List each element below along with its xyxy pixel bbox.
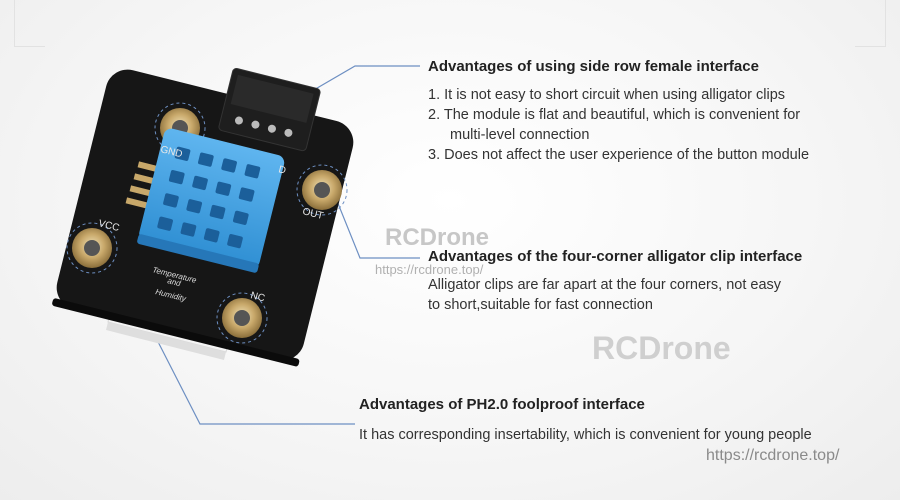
edge-pads <box>125 161 161 209</box>
label-nc: NC <box>249 290 266 304</box>
frame-corner-left <box>14 0 45 47</box>
label-gnd: GND <box>159 144 183 160</box>
callout-lines <box>151 65 420 425</box>
callout-line-corner <box>334 195 420 259</box>
section-heading: Advantages of using side row female inte… <box>428 58 759 75</box>
section-line: multi-level connection <box>450 127 590 143</box>
section-line: 1. It is not easy to short circuit when … <box>428 87 786 103</box>
section-line: 2. The module is flat and beautiful, whi… <box>428 107 801 123</box>
label-vcc: VCC <box>97 218 120 234</box>
label-d: D <box>277 164 287 176</box>
watermark-brand-1: RCDrone <box>385 224 490 251</box>
callout-line-header <box>299 65 420 99</box>
section-line: 3. Does not affect the user experience o… <box>428 147 810 163</box>
watermark-url-1: https://rcdrone.top/ <box>375 262 484 277</box>
watermark-url-2: https://rcdrone.top/ <box>706 447 840 464</box>
section-line: to short,suitable for fast connection <box>428 297 653 313</box>
watermark-brand-2: RCDrone <box>592 330 731 366</box>
section-ph20-interface: Advantages of PH2.0 foolproof interface … <box>359 396 812 445</box>
sensor-caption-2: and <box>167 276 183 288</box>
dht-sensor <box>137 128 285 273</box>
label-out: OUT <box>301 206 324 222</box>
section-heading: Advantages of the four-corner alligator … <box>428 248 803 265</box>
frame-corner-right <box>855 0 886 47</box>
section-heading: Advantages of PH2.0 foolproof interface <box>359 396 645 413</box>
section-side-row-header: Advantages of using side row female inte… <box>428 58 809 165</box>
callout-line-ph20 <box>151 329 355 425</box>
female-header <box>218 67 321 152</box>
section-line: It has corresponding insertability, whic… <box>359 427 812 443</box>
section-line: Alligator clips are far apart at the fou… <box>428 277 782 293</box>
section-four-corner-clip: Advantages of the four-corner alligator … <box>428 248 802 315</box>
